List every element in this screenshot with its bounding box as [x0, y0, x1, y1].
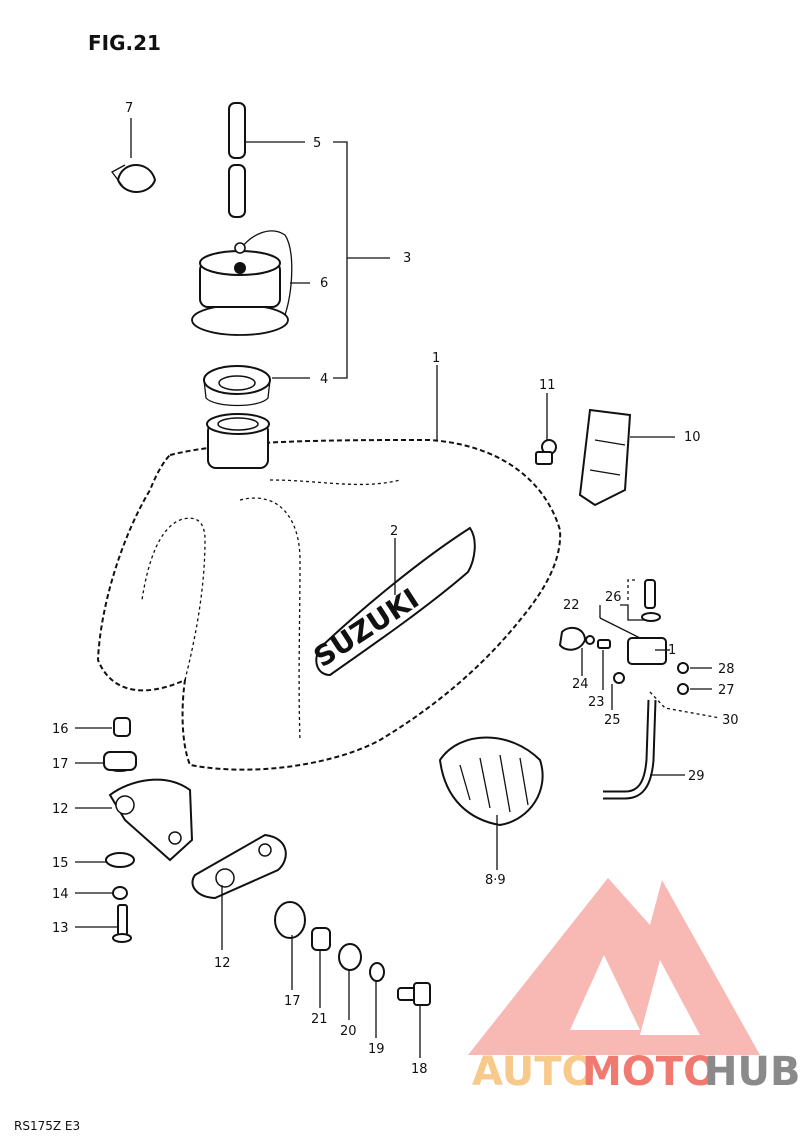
callout-3: 3: [403, 251, 411, 266]
callout-24: 24: [572, 677, 589, 692]
watermark-hub: HUB: [704, 1049, 800, 1095]
callout-26: 26: [605, 590, 622, 605]
callout-19: 19: [368, 1042, 385, 1057]
callout-28: 28: [718, 662, 735, 677]
callout-4: 4: [320, 372, 328, 387]
callout-25: 25: [604, 713, 621, 728]
figure-title: FIG.21: [88, 31, 161, 55]
callout-5: 5: [313, 136, 321, 151]
callout-11: 11: [539, 378, 556, 393]
callout-18: 18: [411, 1062, 428, 1077]
breather-tube: [228, 102, 246, 218]
bolt-11: [535, 439, 557, 465]
callout-8-9: 8·9: [485, 873, 506, 888]
rubber-strap: [578, 408, 632, 507]
callout-23: 23: [588, 695, 605, 710]
callout-20: 20: [340, 1024, 357, 1039]
callout-30: 30: [722, 713, 739, 728]
mount-hardware-left: [103, 717, 137, 943]
callout-17-lower: 17: [284, 994, 301, 1009]
callout-10: 10: [684, 430, 701, 445]
callout-21: 21: [311, 1012, 328, 1027]
filler-neck: [206, 413, 270, 469]
callout-1: 1: [432, 351, 440, 366]
cap-gasket: [203, 365, 271, 407]
callout-17: 17: [52, 757, 69, 772]
tank-cushion: [438, 736, 544, 827]
callout-labels: 7 5 3 6 4 1 11 10 2 22 26 1 28 27 30 24 …: [52, 101, 739, 1077]
callout-2: 2: [390, 524, 398, 539]
mount-bracket-upper: [108, 778, 194, 862]
callout-29: 29: [688, 769, 705, 784]
watermark-moto: MOTO: [582, 1049, 717, 1095]
fuel-tank: [96, 438, 562, 771]
callout-14: 14: [52, 887, 69, 902]
callout-1-cock: 1: [668, 643, 676, 658]
footer-model-code: RS175Z E3: [14, 1119, 80, 1133]
callout-27: 27: [718, 683, 735, 698]
fuel-cock: [558, 579, 689, 695]
fuel-hose: [603, 699, 657, 800]
callout-12: 12: [52, 802, 69, 817]
callout-12-lower: 12: [214, 956, 231, 971]
fuel-cap: [191, 230, 293, 336]
hose-clip: [111, 164, 157, 193]
mount-bracket-lower: [191, 833, 287, 900]
leader-lines: [75, 118, 721, 1058]
callout-15: 15: [52, 856, 69, 871]
watermark-auto: AUTO: [472, 1049, 596, 1095]
callout-6: 6: [320, 276, 328, 291]
callout-16: 16: [52, 722, 69, 737]
mount-hardware-lower: [274, 901, 431, 1006]
automotohub-logo: AUTO MOTO HUB: [468, 878, 800, 1095]
callout-7: 7: [125, 101, 133, 116]
callout-13: 13: [52, 921, 69, 936]
callout-22: 22: [563, 598, 580, 613]
